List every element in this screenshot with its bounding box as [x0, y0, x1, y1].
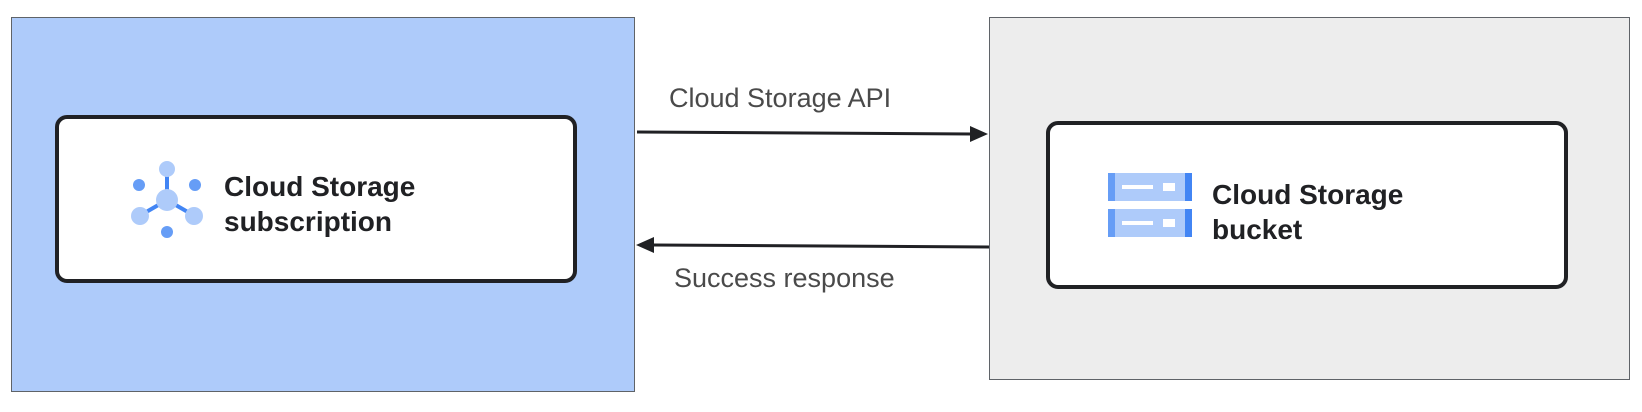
pubsub-hub-icon	[131, 161, 203, 238]
bucket-label-line2: bucket	[1212, 214, 1303, 245]
request-arrow	[636, 126, 988, 142]
subscription-label-line1: Cloud Storage	[224, 171, 416, 202]
response-arrow	[636, 237, 990, 253]
bucket-node: Cloud Storage bucket	[1046, 121, 1568, 289]
request-label: Cloud Storage API	[669, 83, 892, 113]
bucket-label-line1: Cloud Storage	[1212, 179, 1404, 210]
bucket-label: Cloud Storage bucket	[1212, 177, 1403, 247]
subscription-label: Cloud Storage subscription	[224, 169, 415, 239]
subscription-node: Cloud Storage subscription	[55, 115, 577, 283]
subscription-label-line2: subscription	[224, 206, 393, 237]
storage-bucket-icon	[1108, 173, 1192, 237]
response-label: Success response	[674, 263, 895, 293]
